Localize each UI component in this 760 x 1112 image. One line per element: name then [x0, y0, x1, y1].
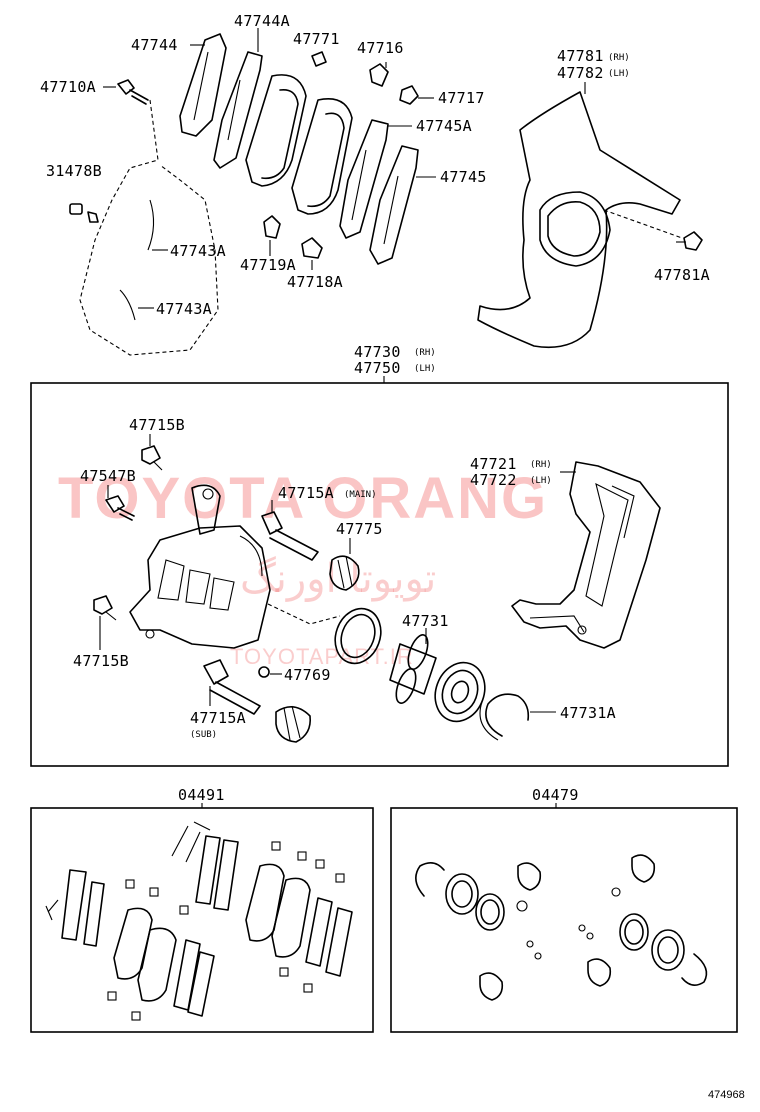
clip-47719a[interactable]	[263, 215, 281, 256]
caliper-assembly-box	[30, 382, 729, 767]
clip-47717[interactable]	[399, 85, 434, 105]
pad-47744[interactable]	[179, 33, 227, 137]
bleeder-47547b[interactable]	[105, 485, 135, 521]
label-47716: 47716	[357, 39, 404, 57]
watermark-arabic: تویوتا اورنگ	[240, 556, 436, 602]
label-47718a: 47718A	[287, 273, 343, 291]
label-47771: 47771	[293, 30, 340, 48]
label-47782: 47782	[557, 64, 604, 82]
label-47547b: 47547B	[80, 467, 136, 485]
cylinder-boot[interactable]	[427, 656, 493, 729]
kit-04479-parts[interactable]	[415, 854, 708, 1001]
label-47775: 47775	[336, 520, 383, 538]
label-47721: 47721	[470, 455, 517, 473]
boot-sub[interactable]	[275, 705, 312, 743]
label-47730: 47730	[354, 343, 401, 361]
cylinder-body[interactable]	[129, 484, 271, 649]
bleeder-plug-47710a[interactable]	[103, 79, 149, 105]
mounting-47721[interactable]	[511, 461, 661, 649]
label-47781: 47781	[557, 47, 604, 65]
set-ring-47731a[interactable]	[479, 693, 556, 741]
label-47715a-sub-note: (SUB)	[190, 730, 217, 740]
watermark-url: TOYOTAPART.IR	[230, 644, 414, 669]
bolt-47781a[interactable]	[676, 231, 703, 251]
label-47715a-main: 47715A	[278, 484, 334, 502]
label-47750-side: (LH)	[414, 364, 436, 374]
label-47769: 47769	[284, 666, 331, 684]
watermark: TOYOTA ORANG تویوتا اورنگ TOYOTAPART.IR	[58, 466, 548, 669]
clip-47718a[interactable]	[301, 237, 323, 270]
label-47730-side: (RH)	[414, 348, 436, 358]
label-47717: 47717	[438, 89, 485, 107]
label-47722-side: (LH)	[530, 476, 552, 486]
label-47781-side: (RH)	[608, 53, 630, 63]
shim-47744a[interactable]	[213, 28, 263, 169]
label-47715b-top: 47715B	[129, 416, 185, 434]
label-47715b-bottom: 47715B	[73, 652, 129, 670]
label-47722: 47722	[470, 471, 517, 489]
kit-04479-box	[390, 807, 738, 1033]
cap-31478b[interactable]	[69, 203, 99, 223]
figure-code: 474968	[708, 1089, 745, 1101]
piston-47731[interactable]	[389, 628, 437, 706]
label-kit-04491: 04491	[178, 786, 225, 804]
pad-outer[interactable]	[245, 74, 307, 187]
label-47781a: 47781A	[654, 266, 710, 284]
steering-knuckle	[79, 99, 219, 356]
label-47731a: 47731A	[560, 704, 616, 722]
kit-04491-parts[interactable]	[45, 821, 353, 1021]
label-47731: 47731	[402, 612, 449, 630]
label-47743a-1: 47743A	[170, 242, 226, 260]
label-47744a: 47744A	[234, 12, 290, 30]
pad-inner[interactable]	[291, 98, 353, 215]
watermark-text: TOYOTA ORANG	[58, 466, 548, 531]
piston-seal[interactable]	[328, 602, 388, 670]
label-47745: 47745	[440, 168, 487, 186]
label-47744: 47744	[131, 36, 178, 54]
boot-47775[interactable]	[329, 538, 360, 591]
kit-04491-box	[30, 807, 374, 1033]
shim-47745[interactable]	[369, 145, 436, 265]
label-47743a-2: 47743A	[156, 300, 212, 318]
pin-47715a-sub[interactable]	[203, 659, 261, 715]
clip-47716[interactable]	[369, 62, 389, 87]
label-47782-side: (LH)	[608, 69, 630, 79]
label-47719a: 47719A	[240, 256, 296, 274]
bolt-47715b-top[interactable]	[141, 434, 163, 471]
label-47715a-sub: 47715A	[190, 709, 246, 727]
shim-47745a[interactable]	[339, 119, 412, 239]
label-47750: 47750	[354, 359, 401, 377]
label-kit-04479: 04479	[532, 786, 579, 804]
disc-brake-dust-cover[interactable]	[477, 82, 683, 349]
label-47721-side: (RH)	[530, 460, 552, 470]
label-31478b: 31478B	[46, 162, 102, 180]
clip-47771[interactable]	[311, 51, 327, 67]
label-47715a-main-note: (MAIN)	[344, 490, 377, 500]
bushing-47769[interactable]	[258, 666, 282, 678]
bolt-47715b-bottom[interactable]	[93, 595, 117, 650]
label-47710a: 47710A	[40, 78, 96, 96]
pin-47715a-main[interactable]	[261, 500, 319, 561]
label-47745a: 47745A	[416, 117, 472, 135]
